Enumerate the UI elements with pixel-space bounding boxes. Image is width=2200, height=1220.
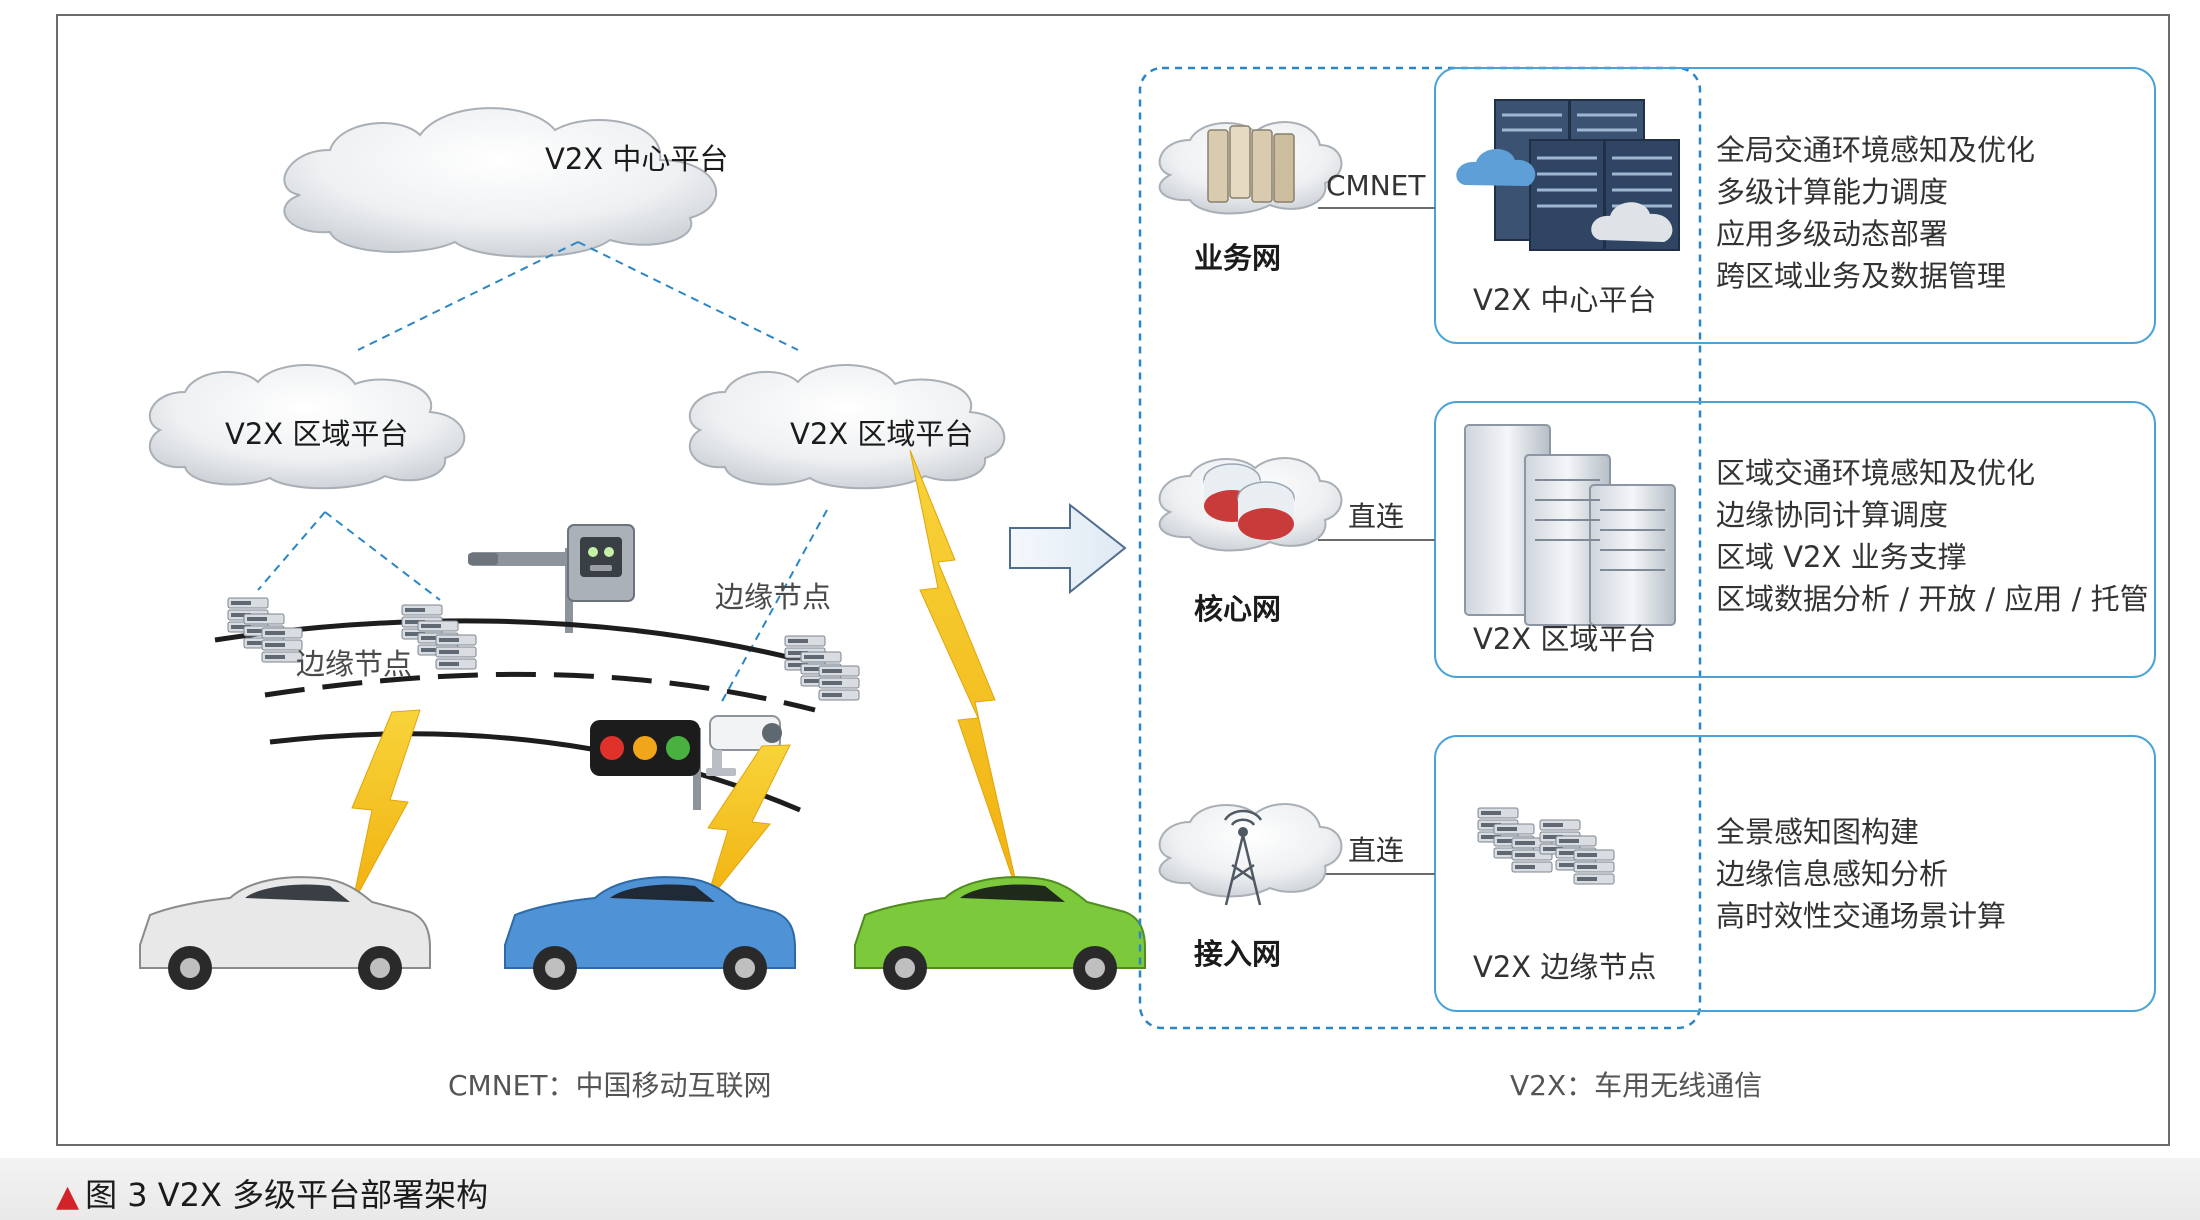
business-net-cloud [1158,121,1343,215]
lamp-post [468,524,635,633]
left-footer: CMNET：中国移动互联网 [448,1069,772,1102]
region-servers [1464,424,1676,626]
caption-text: 图 3 V2X 多级平台部署架构 [85,1176,489,1214]
feature-item: 区域数据分析 / 开放 / 应用 / 托管 [1716,582,2149,616]
hierarchy-links [257,241,828,706]
feature-item: 高时效性交通场景计算 [1716,899,2007,933]
region-cloud-left-label: V2X 区域平台 [225,417,409,451]
core-net-cloud [1158,457,1343,552]
center-cloud-label: V2X 中心平台 [545,142,729,176]
region-cloud-left [148,364,466,490]
tier-platform-edge: V2X 边缘节点 [1473,950,1657,984]
region-cloud-right-label: V2X 区域平台 [790,417,974,451]
tier-features-edge: 全景感知图构建 边缘信息感知分析 高时效性交通场景计算 [1716,811,2006,937]
tier-features-center: 全局交通环境感知及优化 多级计算能力调度 应用多级动态部署 跨区域业务及数据管理 [1716,129,2035,297]
feature-item: 区域 V2X 业务支撑 [1716,540,1967,574]
cctv-camera [706,715,782,776]
figure-caption: ▲图 3 V2X 多级平台部署架构 [56,1170,488,1216]
center-cloud [283,107,718,258]
car-white [139,876,431,990]
edge-node-label-left: 边缘节点 [296,647,413,681]
edge-node-servers [1478,808,1614,884]
access-net-cloud [1158,803,1343,906]
edge-servers-right [785,636,859,700]
tier-network-access: 接入网 [1194,937,1282,971]
tier-link-direct-2: 直连 [1348,834,1405,867]
tier-link-cmnet: CMNET [1326,169,1426,202]
tier-network-business: 业务网 [1194,241,1282,275]
feature-item: 边缘协同计算调度 [1716,498,1949,532]
feature-item: 全景感知图构建 [1716,815,1920,849]
tier-platform-region: V2X 区域平台 [1473,622,1657,656]
tier-network-core: 核心网 [1194,592,1282,626]
tier-features-region: 区域交通环境感知及优化 边缘协同计算调度 区域 V2X 业务支撑 区域数据分析 … [1716,452,2149,620]
feature-item: 区域交通环境感知及优化 [1716,456,2036,490]
traffic-light [590,720,701,810]
edge-node-label-right: 边缘节点 [715,580,832,614]
tier-platform-center: V2X 中心平台 [1473,283,1657,317]
lightning-bolts [351,449,1021,906]
car-blue [504,876,796,990]
caption-marker-icon: ▲ [56,1179,80,1214]
car-green [854,876,1146,990]
tier-connectors [1318,207,1435,875]
transition-arrow [1009,502,1127,595]
caption-bar [0,1158,2200,1220]
tier-link-direct-1: 直连 [1348,500,1405,533]
network-dashed-box [1138,66,1702,1030]
region-cloud-right [688,364,1006,490]
right-footer: V2X：车用无线通信 [1510,1069,1763,1102]
feature-item: 多级计算能力调度 [1716,175,1949,209]
feature-item: 全局交通环境感知及优化 [1716,133,2036,167]
center-server-racks [1456,99,1680,251]
feature-item: 跨区域业务及数据管理 [1716,259,2007,293]
feature-item: 边缘信息感知分析 [1716,857,1949,891]
feature-item: 应用多级动态部署 [1716,217,1949,251]
